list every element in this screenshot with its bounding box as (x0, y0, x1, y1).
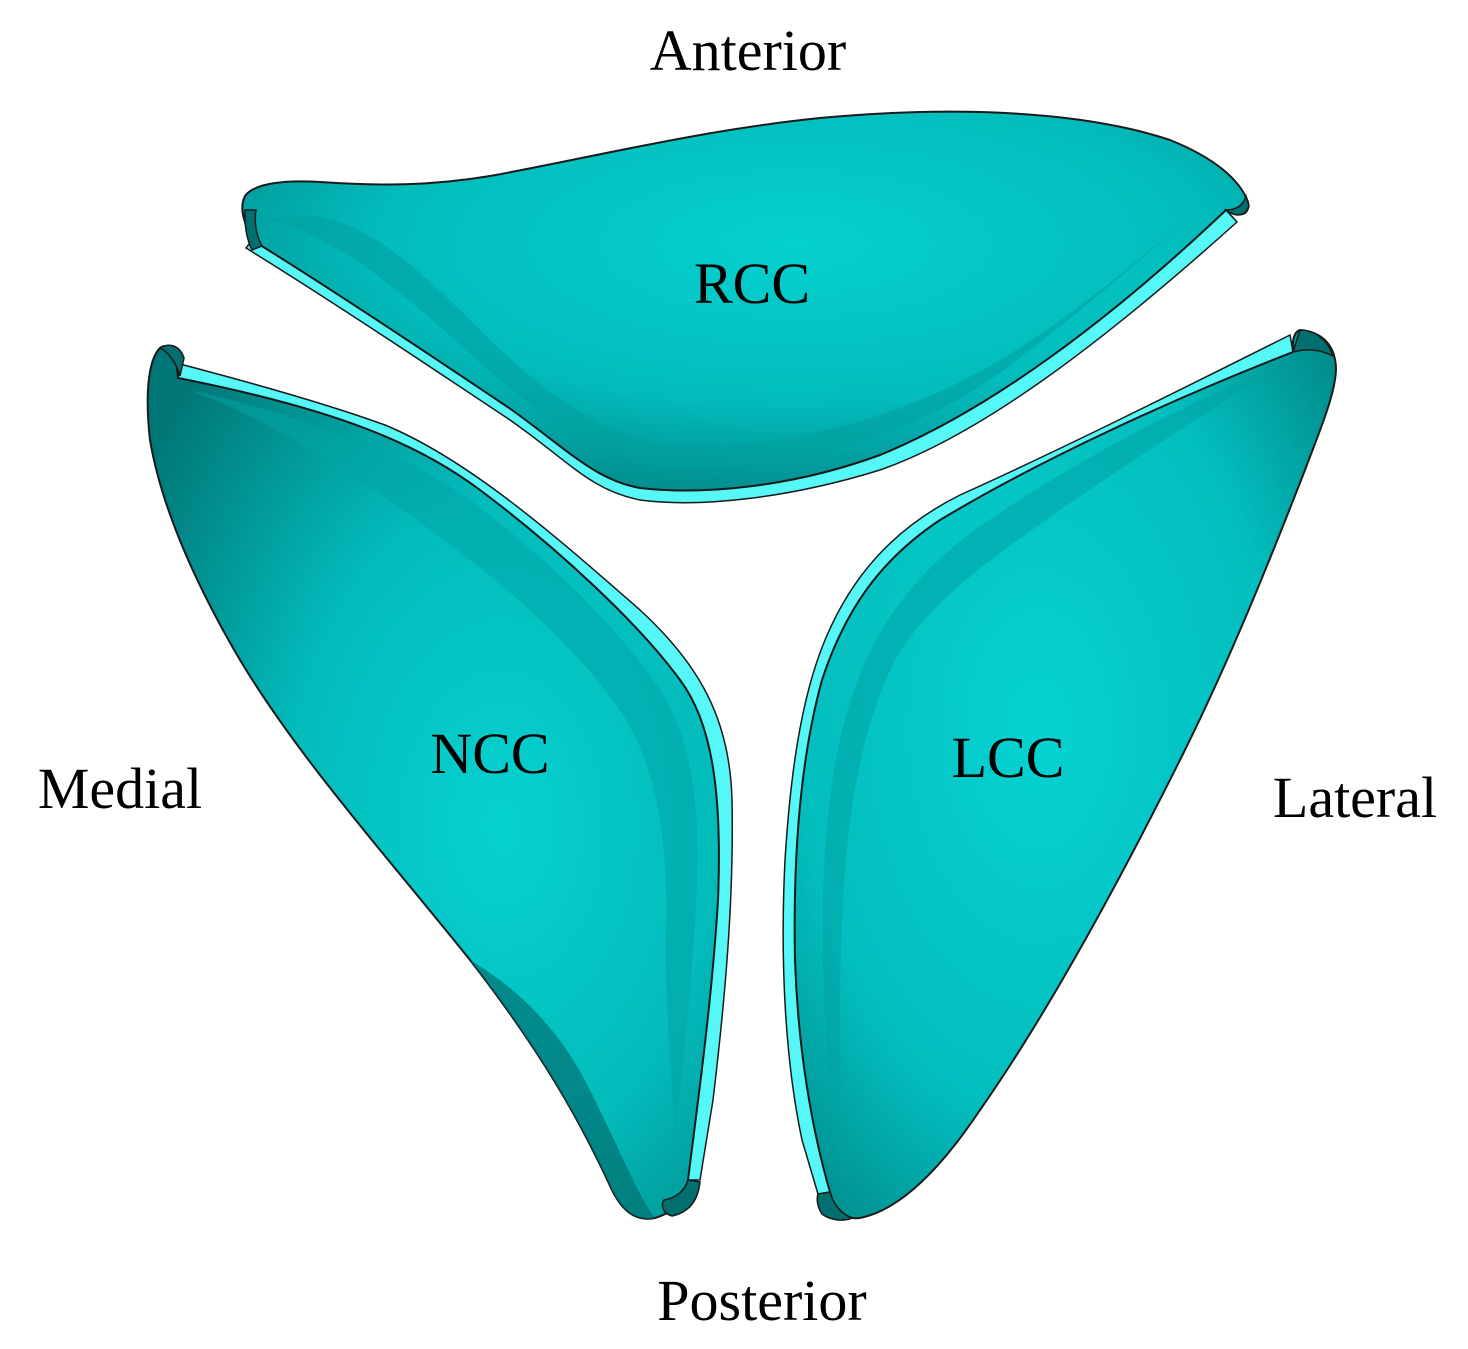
ncc-top-tab (158, 344, 185, 377)
lcc-body (793, 328, 1338, 1220)
rcc-leaflet: RCC (241, 110, 1250, 504)
lcc-leaflet: LCC (782, 328, 1338, 1221)
lcc-top-tab (1291, 329, 1335, 358)
rcc-right-tab (1223, 193, 1250, 216)
ncc-inner-fold (190, 390, 698, 1130)
medial-label: Medial (38, 756, 202, 821)
ncc-bottom-shadow (470, 960, 655, 1219)
lcc-label: LCC (952, 725, 1065, 790)
posterior-label: Posterior (657, 1268, 866, 1333)
lateral-label: Lateral (1273, 765, 1437, 830)
anterior-label: Anterior (650, 18, 847, 83)
ncc-bottom-tab (661, 1179, 701, 1217)
ncc-leaflet: NCC (146, 344, 734, 1220)
rcc-inner-fold (270, 200, 1210, 469)
rcc-label: RCC (694, 251, 810, 316)
lcc-inner-fold (822, 365, 1280, 1180)
rcc-left-tab (244, 209, 264, 251)
ncc-label: NCC (430, 721, 549, 786)
lcc-bottom-tab (816, 1191, 855, 1221)
rcc-body (241, 110, 1250, 492)
